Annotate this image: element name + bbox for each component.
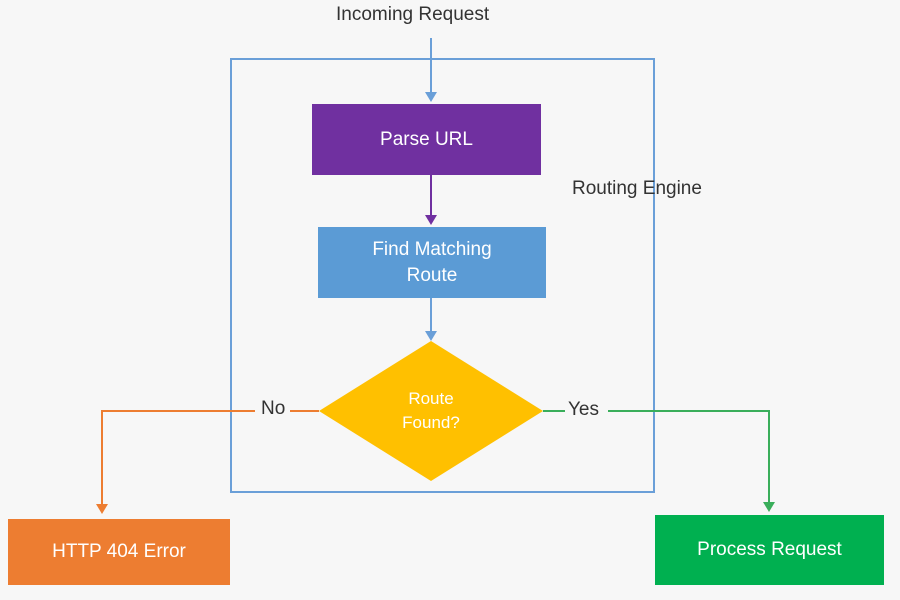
process-request-box: Process Request: [655, 515, 884, 585]
http-404-error-box: HTTP 404 Error: [8, 519, 230, 585]
route-found-text: Route Found?: [402, 389, 460, 432]
incoming-request-label: Incoming Request: [336, 4, 490, 25]
parse-url-box: Parse URL: [312, 104, 541, 175]
process-request-label: Process Request: [697, 539, 842, 560]
find-matching-route-box: Find Matching Route: [318, 227, 546, 298]
arrow-no-to-error: [96, 410, 319, 514]
decision-label: Route Found?: [371, 381, 491, 441]
http-404-error-label: HTTP 404 Error: [52, 541, 186, 562]
arrow-incoming-to-parse: [425, 38, 437, 102]
parse-url-label: Parse URL: [380, 128, 473, 150]
decision-diamond: [319, 341, 543, 481]
no-branch-label: No: [261, 398, 286, 419]
routing-engine-label: Routing Engine: [572, 178, 702, 199]
arrow-find-to-decision: [425, 298, 437, 341]
arrow-yes-to-process: [543, 410, 775, 512]
yes-branch-label: Yes: [568, 399, 599, 420]
arrow-parse-to-find: [425, 175, 437, 225]
find-matching-route-label: Find Matching Route: [372, 238, 492, 286]
routing-engine-border: [230, 58, 655, 493]
